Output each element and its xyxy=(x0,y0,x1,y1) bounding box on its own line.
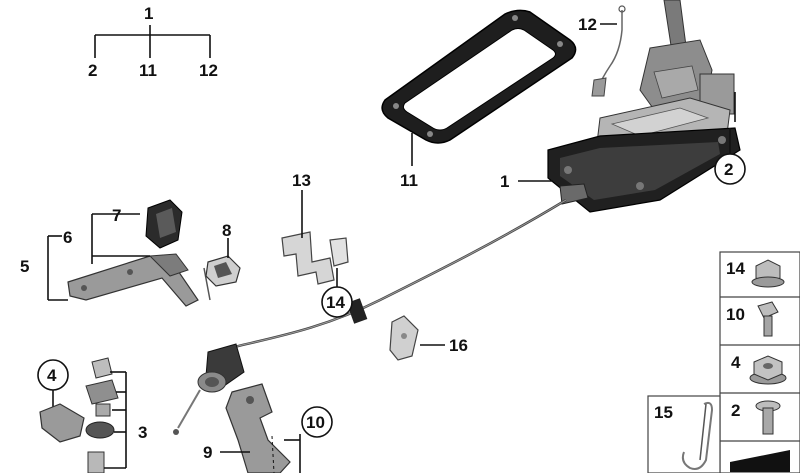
callout-2: 2 xyxy=(724,160,733,179)
gear-shifter-assembly xyxy=(547,0,741,213)
selector-lever-part xyxy=(225,383,291,473)
callout-1: 1 xyxy=(500,172,509,191)
cable-bracket-part xyxy=(281,231,349,285)
callout-9: 9 xyxy=(203,443,212,462)
legend-tree: 1 2 11 12 xyxy=(88,4,218,80)
callout-4: 4 xyxy=(47,366,57,385)
callout-14-circle xyxy=(321,286,353,318)
sensor-wire-part xyxy=(591,5,626,97)
mounting-bracket-group xyxy=(67,199,211,307)
legend-root-label: 1 xyxy=(144,4,153,23)
callout-10: 10 xyxy=(306,413,325,432)
panel-item-4: 4 xyxy=(731,353,741,372)
panel-item-2: 2 xyxy=(731,401,740,420)
arrow-wedge-icon xyxy=(730,450,790,472)
callout-3: 3 xyxy=(138,423,147,442)
callout-14: 14 xyxy=(326,293,345,312)
pin-15-box: 15 xyxy=(647,395,721,473)
callout-13: 13 xyxy=(292,171,311,190)
bolt-10 xyxy=(757,301,779,337)
hex-nut-4 xyxy=(749,355,787,385)
callout-5: 5 xyxy=(20,257,29,276)
callout-10-circle xyxy=(301,406,333,438)
callout-11: 11 xyxy=(400,171,418,190)
panel-item-14: 14 xyxy=(726,259,745,278)
small-clip-part xyxy=(205,255,241,287)
fastener-panel: 14 10 4 2 xyxy=(719,251,800,473)
legend-child-label: 12 xyxy=(199,61,218,80)
spring-pin-icon xyxy=(681,401,714,470)
torx-bolt-2 xyxy=(755,400,781,435)
gasket-frame-part xyxy=(381,9,577,144)
callout-8: 8 xyxy=(222,221,231,240)
nut-and-washer-group xyxy=(39,357,119,473)
flange-nut-14 xyxy=(751,259,785,288)
callout-12: 12 xyxy=(578,15,597,34)
callout-7: 7 xyxy=(112,206,121,225)
panel-item-15: 15 xyxy=(654,403,673,422)
retaining-clip-part xyxy=(389,315,419,361)
legend-child-label: 11 xyxy=(139,61,157,80)
callout-2-circle xyxy=(714,153,746,185)
callout-16: 16 xyxy=(449,336,468,355)
panel-item-10: 10 xyxy=(726,305,745,324)
callout-6: 6 xyxy=(63,228,72,247)
legend-child-label: 2 xyxy=(88,61,97,80)
